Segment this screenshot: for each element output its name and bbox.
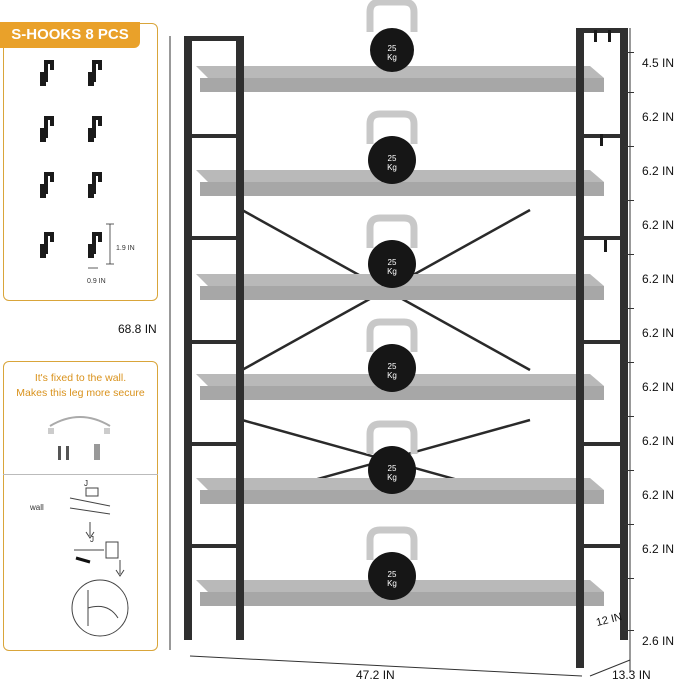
depth-label: 13.3 IN [612,668,651,682]
gap-label: 6.2 IN [642,542,675,556]
hook-width-label: 0.9 IN [87,278,106,285]
gap-tick [624,146,634,147]
hook-icon [40,116,54,142]
left-side-frame [184,36,244,640]
wall-anchor-kit-illustration [48,416,111,460]
gap-tick [624,470,634,471]
wall-note: It's fixed to the wall. Makes this leg m… [3,371,158,401]
gap-tick [624,524,634,525]
screw-icon [58,446,69,460]
gap-tick [624,92,634,93]
kettlebell-icon [366,526,418,600]
gap-label: 6.2 IN [642,488,675,502]
kettlebell-group [366,0,418,600]
anchor-icon [94,444,100,460]
gap-tick [624,254,634,255]
gap-tick [624,578,634,579]
wall-mount-panel [3,361,158,651]
kettlebell-icon [366,214,418,288]
gap-tick [624,630,634,631]
kettlebell-icon [366,420,418,494]
hook-icon [40,232,54,258]
kettlebell-icon [366,0,418,72]
hook-height-label: 1.9 IN [116,245,135,252]
wall-note-line2: Makes this leg more secure [16,387,145,399]
gap-tick [624,52,634,53]
kettlebell-icon [366,318,418,392]
shelf [196,66,604,92]
bookshelf-illustration [169,0,631,677]
gap-label: 4.5 IN [642,56,675,70]
gap-label: 6.2 IN [642,272,675,286]
gap-label: 6.2 IN [642,326,675,340]
kettlebell-icon [366,110,418,184]
wall-panel-divider [3,474,158,475]
gap-tick [624,200,634,201]
svg-text:J: J [84,479,88,488]
total-height-label: 68.8 IN [118,322,157,336]
width-label: 47.2 IN [356,668,395,682]
gap-label: 6.2 IN [642,218,675,232]
s-hooks-title: S-HOOKS 8 PCS [0,22,140,48]
wall-label: wall [30,503,44,512]
hook-icon [594,30,611,252]
hook-icon [88,116,102,142]
gap-label: 2.6 IN [642,634,675,648]
dimension-lines [169,28,631,677]
gap-label: 6.2 IN [642,110,675,124]
gap-tick [624,362,634,363]
wall-note-line1: It's fixed to the wall. [34,372,127,384]
s-hooks-illustration [40,60,114,269]
wall-install-steps-illustration: J J [69,479,129,637]
arrow-icon [75,556,91,564]
gap-label: 6.2 IN [642,380,675,394]
hook-icon [88,172,102,198]
hook-icon [40,172,54,198]
gap-tick [624,308,634,309]
gap-label: 6.2 IN [642,434,675,448]
hook-icon [88,232,102,258]
gap-tick [624,416,634,417]
hook-icon [88,60,102,86]
gap-label: 6.2 IN [642,164,675,178]
hook-icon [40,60,54,86]
right-side-frame [576,28,628,668]
svg-text:J: J [90,535,94,544]
